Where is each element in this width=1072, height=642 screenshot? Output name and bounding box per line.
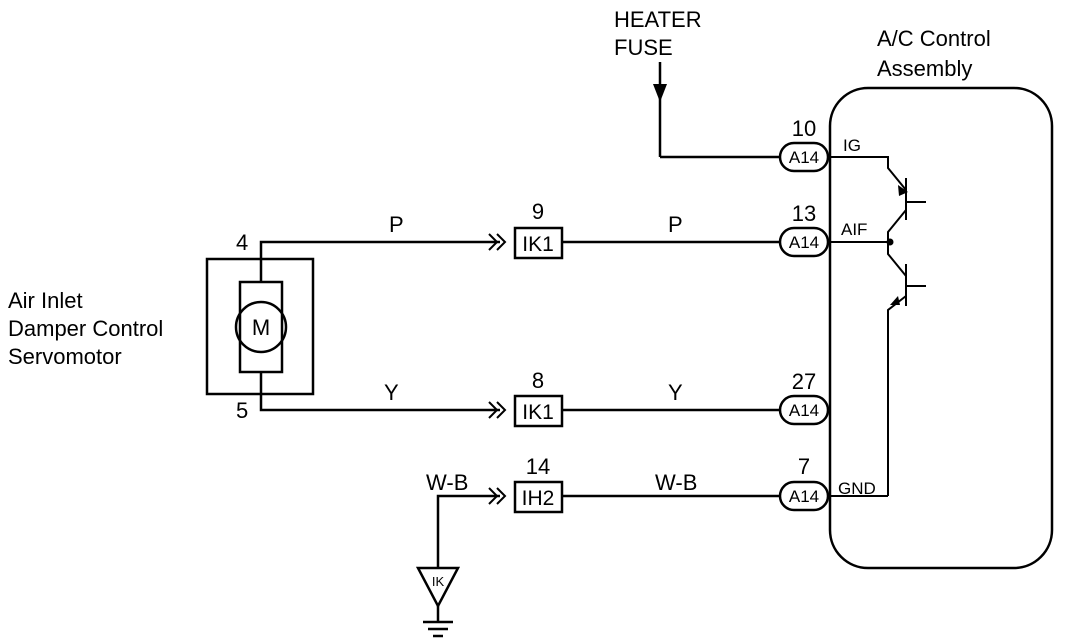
servomotor-label-line2: Damper Control — [8, 316, 163, 341]
wire-y-right-label: Y — [668, 380, 683, 405]
wire-p-right-label: P — [668, 212, 683, 237]
control-assembly-box — [828, 86, 1054, 570]
junction-ih2-pin14-label: IH2 — [522, 487, 555, 510]
wire-y-left-label: Y — [384, 380, 399, 405]
internal-transistor-circuit — [828, 156, 926, 497]
motor-symbol — [234, 300, 288, 354]
servomotor-pin-top: 4 — [236, 230, 248, 255]
servomotor-label-line3: Servomotor — [8, 344, 122, 369]
a14-pin10-label: A14 — [789, 148, 819, 167]
control-assembly-label-line2: Assembly — [877, 56, 972, 81]
junction-ik1-pin8-label: IK1 — [522, 401, 554, 424]
junction-ik1-pin8 — [513, 394, 564, 428]
a14-pin7-label: A14 — [789, 487, 819, 506]
a14-pin27-label: A14 — [789, 401, 819, 420]
terminal-aif: AIF — [841, 220, 867, 239]
wire-wb-left-label: W-B — [426, 470, 468, 495]
a14-pin7-number: 7 — [798, 454, 810, 479]
ground-symbol — [415, 566, 461, 638]
heater-fuse-label-line1: HEATER — [614, 7, 702, 32]
a14-pin13-number: 13 — [792, 201, 816, 226]
ground-label: IK — [432, 574, 445, 589]
motor-symbol-letter: M — [252, 315, 270, 340]
terminal-gnd: GND — [838, 479, 876, 498]
wire-wb — [436, 487, 780, 568]
wire-p-left-label: P — [389, 212, 404, 237]
junction-ih2-pin14 — [513, 480, 564, 514]
a14-pin13-label: A14 — [789, 233, 819, 252]
wire-wb-right-label: W-B — [655, 470, 697, 495]
heater-fuse-label-line2: FUSE — [614, 35, 673, 60]
junction-ik1-pin8-number: 8 — [532, 368, 544, 393]
servomotor-label-line1: Air Inlet — [8, 288, 83, 313]
servomotor-pin-bottom: 5 — [236, 398, 248, 423]
wire-p — [259, 233, 780, 282]
control-assembly-label-line1: A/C Control — [877, 26, 991, 51]
junction-ik1-pin9-label: IK1 — [522, 233, 554, 256]
heater-fuse-feed-wire — [653, 62, 780, 159]
junction-ih2-pin14-number: 14 — [526, 454, 550, 479]
a14-pin10-number: 10 — [792, 116, 816, 141]
terminal-ig: IG — [843, 136, 861, 155]
wire-y — [259, 372, 780, 419]
a14-connector-pin27 — [778, 394, 830, 426]
junction-ik1-pin9-number: 9 — [532, 199, 544, 224]
a14-pin27-number: 27 — [792, 369, 816, 394]
junction-ik1-pin9 — [513, 226, 564, 260]
